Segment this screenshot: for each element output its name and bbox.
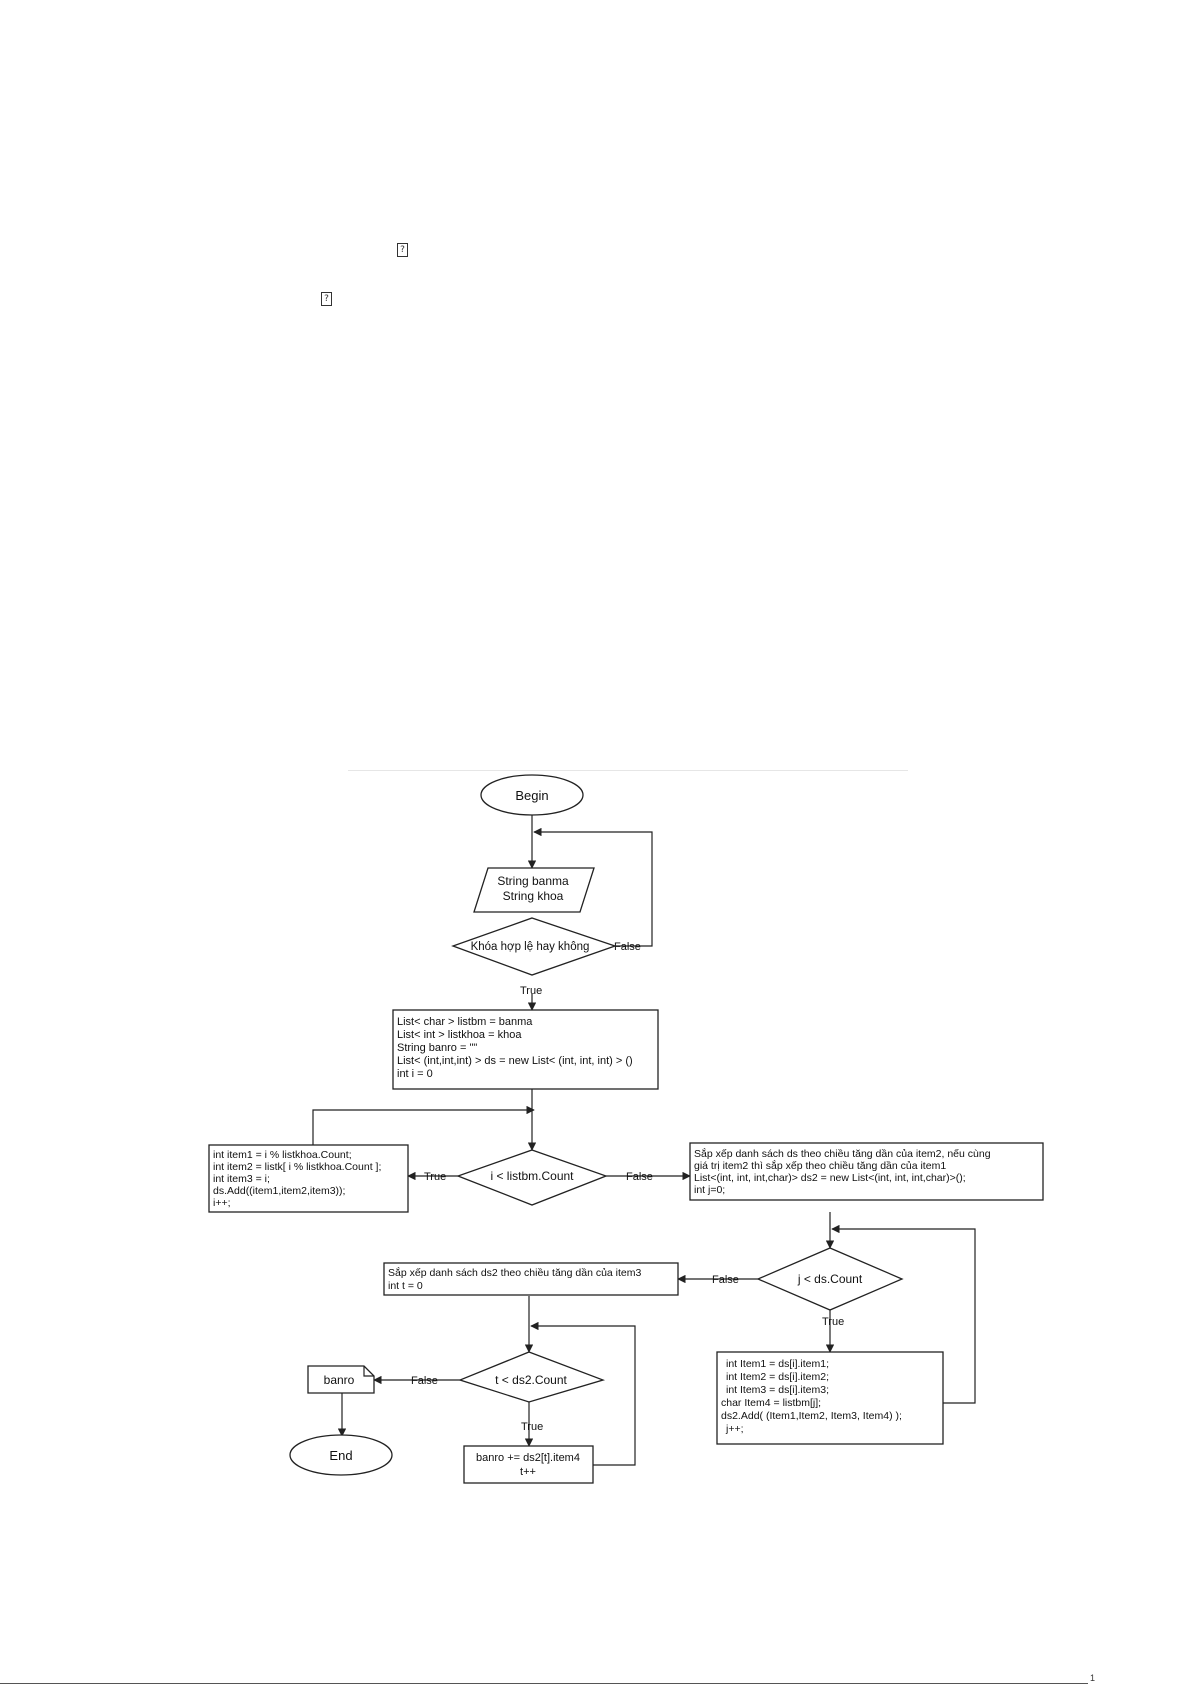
sort2-line: Sắp xếp danh sách ds2 theo chiều tăng dầ… <box>388 1266 642 1279</box>
false-label: False <box>614 941 641 953</box>
input-parallelogram: String banma String khoa <box>473 867 595 913</box>
output-label: banro <box>324 1373 355 1387</box>
page-bottom-rule <box>0 1683 1088 1684</box>
loop2-body-line: ds2.Add( (Item1,Item2, Item3, Item4) ); <box>721 1410 902 1422</box>
figure-top-border <box>348 770 908 771</box>
init-process: List< char > listbm = banma List< int > … <box>392 1009 659 1090</box>
true-label: True <box>424 1171 446 1183</box>
loop2-body-line: char Item4 = listbm[j]; <box>721 1397 821 1409</box>
loop2-body-line: int Item3 = ds[i].item3; <box>726 1384 829 1396</box>
page-number: 1 <box>1090 1673 1096 1683</box>
loop2-decision: j < ds.Count <box>756 1247 904 1311</box>
loop2-body-line: j++; <box>725 1423 744 1435</box>
sort1-line: List<(int, int, int,char)> ds2 = new Lis… <box>694 1172 966 1184</box>
loop2-body-process: int Item1 = ds[i].item1; int Item2 = ds[… <box>716 1351 944 1445</box>
output-document: banro <box>307 1365 375 1394</box>
loop1-decision: i < listbm.Count <box>456 1149 608 1206</box>
end-label: End <box>329 1448 352 1463</box>
loop3-body-process: banro += ds2[t].item4 t++ <box>463 1445 594 1484</box>
loop1-body-process: int item1 = i % listkhoa.Count; int item… <box>208 1144 409 1213</box>
init-line: List< (int,int,int) > ds = new List< (in… <box>397 1055 633 1067</box>
loop3-condition: t < ds2.Count <box>495 1373 567 1387</box>
false-label: False <box>411 1375 438 1387</box>
input-line: String banma <box>497 874 569 888</box>
true-label: True <box>520 985 542 997</box>
loop2-body-line: int Item1 = ds[i].item1; <box>726 1358 829 1370</box>
loop1-body-line: int item1 = i % listkhoa.Count; <box>213 1149 352 1161</box>
loop1-body-line: int item2 = listk[ i % listkhoa.Count ]; <box>213 1161 381 1173</box>
check-key-label: Khóa hợp lệ hay không <box>471 941 590 953</box>
sort2-process: Sắp xếp danh sách ds2 theo chiều tăng dầ… <box>383 1262 679 1296</box>
loop3-decision: t < ds2.Count <box>458 1351 606 1403</box>
end-terminator: End <box>289 1434 393 1476</box>
loop1-condition: i < listbm.Count <box>490 1169 574 1183</box>
init-line: List< char > listbm = banma <box>397 1016 533 1028</box>
sort1-line: int j=0; <box>694 1184 725 1196</box>
loop1-body-line: int item3 = i; <box>213 1173 270 1185</box>
false-label: False <box>626 1171 653 1183</box>
loop2-condition: j < ds.Count <box>797 1272 863 1286</box>
sort1-line: giá trị item2 thì sắp xếp theo chiều tăn… <box>694 1159 946 1172</box>
missing-glyph-icon: ? <box>397 243 408 257</box>
begin-label: Begin <box>515 788 548 803</box>
missing-glyph-icon: ? <box>321 292 332 306</box>
init-line: String banro = "" <box>397 1042 477 1054</box>
init-line: List< int > listkhoa = khoa <box>397 1029 522 1041</box>
true-label: True <box>521 1421 543 1433</box>
loop2-body-line: int Item2 = ds[i].item2; <box>726 1371 829 1383</box>
sort2-line: int t = 0 <box>388 1280 423 1292</box>
loop3-body-line: t++ <box>520 1466 536 1478</box>
false-label: False <box>712 1274 739 1286</box>
sort1-line: Sắp xếp danh sách ds theo chiều tăng dần… <box>694 1147 991 1160</box>
input-line: String khoa <box>503 889 564 903</box>
loop1-body-line: ds.Add((item1,item2,item3)); <box>213 1185 345 1197</box>
loop1-body-line: i++; <box>213 1197 231 1209</box>
begin-terminator: Begin <box>480 774 584 816</box>
sort1-process: Sắp xếp danh sách ds theo chiều tăng dần… <box>689 1142 1044 1201</box>
loop3-body-line: banro += ds2[t].item4 <box>476 1452 580 1464</box>
init-line: int i = 0 <box>397 1068 433 1080</box>
check-key-decision: Khóa hợp lệ hay không <box>451 917 618 976</box>
true-label: True <box>822 1316 844 1328</box>
